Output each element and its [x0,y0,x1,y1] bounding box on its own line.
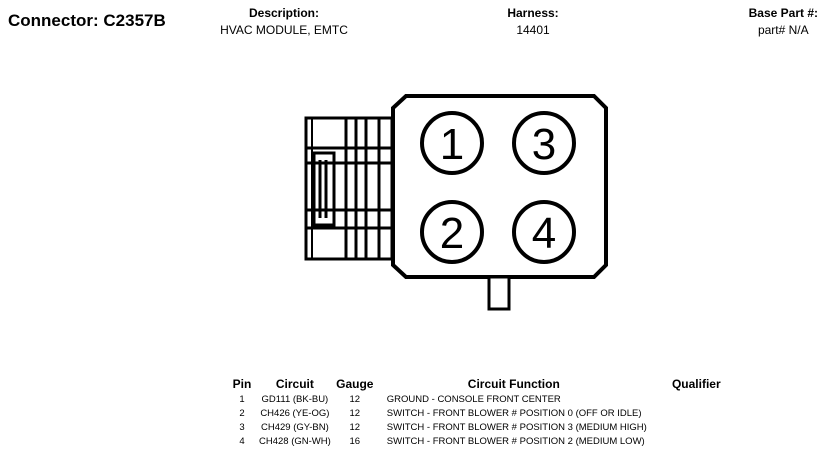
row-function: SWITCH - FRONT BLOWER # POSITION 0 (OFF … [386,407,642,419]
row-gauge: 12 [349,421,361,433]
row-circuit: GD111 (BK-BU) [261,393,329,405]
harness-label: Harness: [507,6,559,20]
header-pin: Pin [232,377,252,391]
row-circuit: CH429 (GY-BN) [261,421,329,433]
pin-table-header: Pin Circuit Gauge Circuit Function Quali… [225,377,744,392]
pin-label-4: 4 [532,209,556,258]
connector-latch [304,116,394,261]
row-pin: 4 [239,435,245,447]
harness-block: Harness: 14401 [483,6,583,37]
pin-label-3: 3 [532,120,556,169]
row-gauge: 12 [349,407,361,419]
pin-cavity-2: 2 [420,200,484,264]
table-row: 3 CH429 (GY-BN) 12 SWITCH - FRONT BLOWER… [225,420,744,434]
header-gauge: Gauge [336,377,374,391]
connector-title: Connector: C2357B [8,11,166,30]
row-circuit: CH428 (GN-WH) [259,435,331,447]
base-part-label: Base Part #: [748,6,818,20]
description-label: Description: [248,6,319,20]
pin-cavity-4: 4 [512,200,576,264]
header-circuit: Circuit [275,377,314,391]
row-gauge: 12 [349,393,361,405]
pin-cavity-3: 3 [512,111,576,175]
base-part-block: Base Part #: part# N/A [749,6,818,37]
connector-body [391,94,608,279]
header-qualifier: Qualifier [671,377,721,391]
row-pin: 2 [239,407,245,419]
row-qualifier [649,392,744,406]
description-value: HVAC MODULE, EMTC [220,23,348,37]
pin-label-2: 2 [440,209,464,258]
pin-cavity-1: 1 [420,111,484,175]
row-circuit: CH426 (YE-OG) [260,407,330,419]
description-block: Description: HVAC MODULE, EMTC [184,6,384,37]
row-gauge: 16 [349,435,361,447]
connector-key-tab [487,275,511,311]
table-row: 4 CH428 (GN-WH) 16 SWITCH - FRONT BLOWER… [225,434,744,448]
row-pin: 3 [239,421,245,433]
row-function: SWITCH - FRONT BLOWER # POSITION 2 (MEDI… [386,435,645,447]
pin-table: Pin Circuit Gauge Circuit Function Quali… [225,377,744,448]
header-circuit-function: Circuit Function [467,377,560,391]
table-row: 1 GD111 (BK-BU) 12 GROUND - CONSOLE FRON… [225,392,744,406]
row-pin: 1 [239,393,245,405]
row-qualifier [649,420,744,434]
row-qualifier [649,434,744,448]
harness-value: 14401 [516,23,550,37]
row-function: SWITCH - FRONT BLOWER # POSITION 3 (MEDI… [386,421,647,433]
row-qualifier [649,406,744,420]
row-function: GROUND - CONSOLE FRONT CENTER [386,393,561,405]
pin-label-1: 1 [440,120,464,169]
table-row: 2 CH426 (YE-OG) 12 SWITCH - FRONT BLOWER… [225,406,744,420]
base-part-value: part# N/A [757,23,809,37]
